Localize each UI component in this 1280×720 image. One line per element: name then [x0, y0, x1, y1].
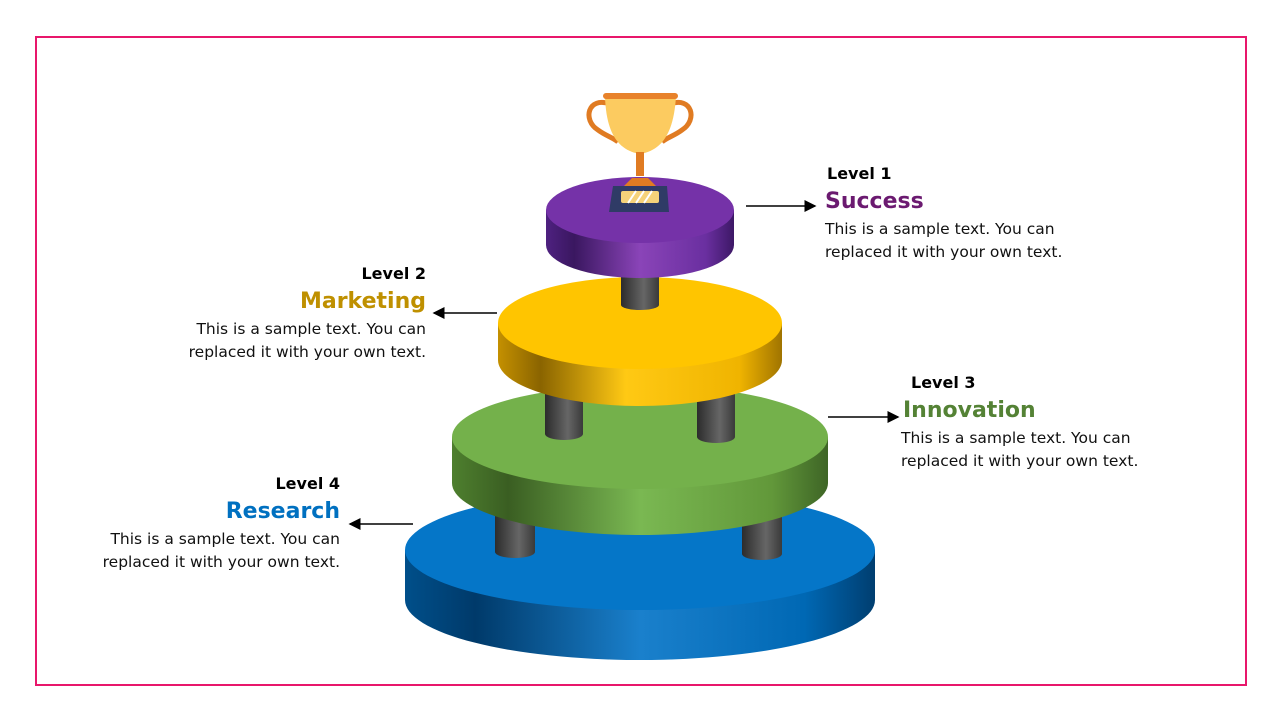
level-title: Marketing [299, 289, 426, 314]
level-text-line: This is a sample text. You can [825, 220, 1055, 238]
level-label: Level 2 [361, 264, 426, 283]
trophy-icon [586, 93, 694, 212]
level-title: Innovation [903, 398, 1036, 423]
level-text-line: replaced it with your own text. [188, 343, 426, 361]
level-text-line: replaced it with your own text. [102, 553, 340, 571]
level-2-block: Level 2 Marketing This is a sample text.… [126, 264, 426, 364]
level-title: Research [225, 499, 340, 524]
level-text-line: replaced it with your own text. [901, 452, 1139, 470]
level-4-block: Level 4 Research This is a sample text. … [40, 474, 340, 574]
level-title: Success [825, 189, 924, 214]
level-label: Level 3 [911, 373, 976, 392]
level-label: Level 4 [275, 474, 340, 493]
level-text-line: replaced it with your own text. [825, 243, 1063, 261]
disk-level-2 [498, 277, 782, 406]
disk-level-3 [452, 385, 828, 535]
slide-frame [35, 36, 1247, 686]
level-text-line: This is a sample text. You can [196, 320, 426, 338]
level-text-line: This is a sample text. You can [110, 530, 340, 548]
level-label: Level 1 [827, 164, 892, 183]
level-text-line: This is a sample text. You can [901, 429, 1131, 447]
level-1-block: Level 1 Success This is a sample text. Y… [825, 164, 1125, 264]
level-3-block: Level 3 Innovation This is a sample text… [901, 373, 1201, 473]
